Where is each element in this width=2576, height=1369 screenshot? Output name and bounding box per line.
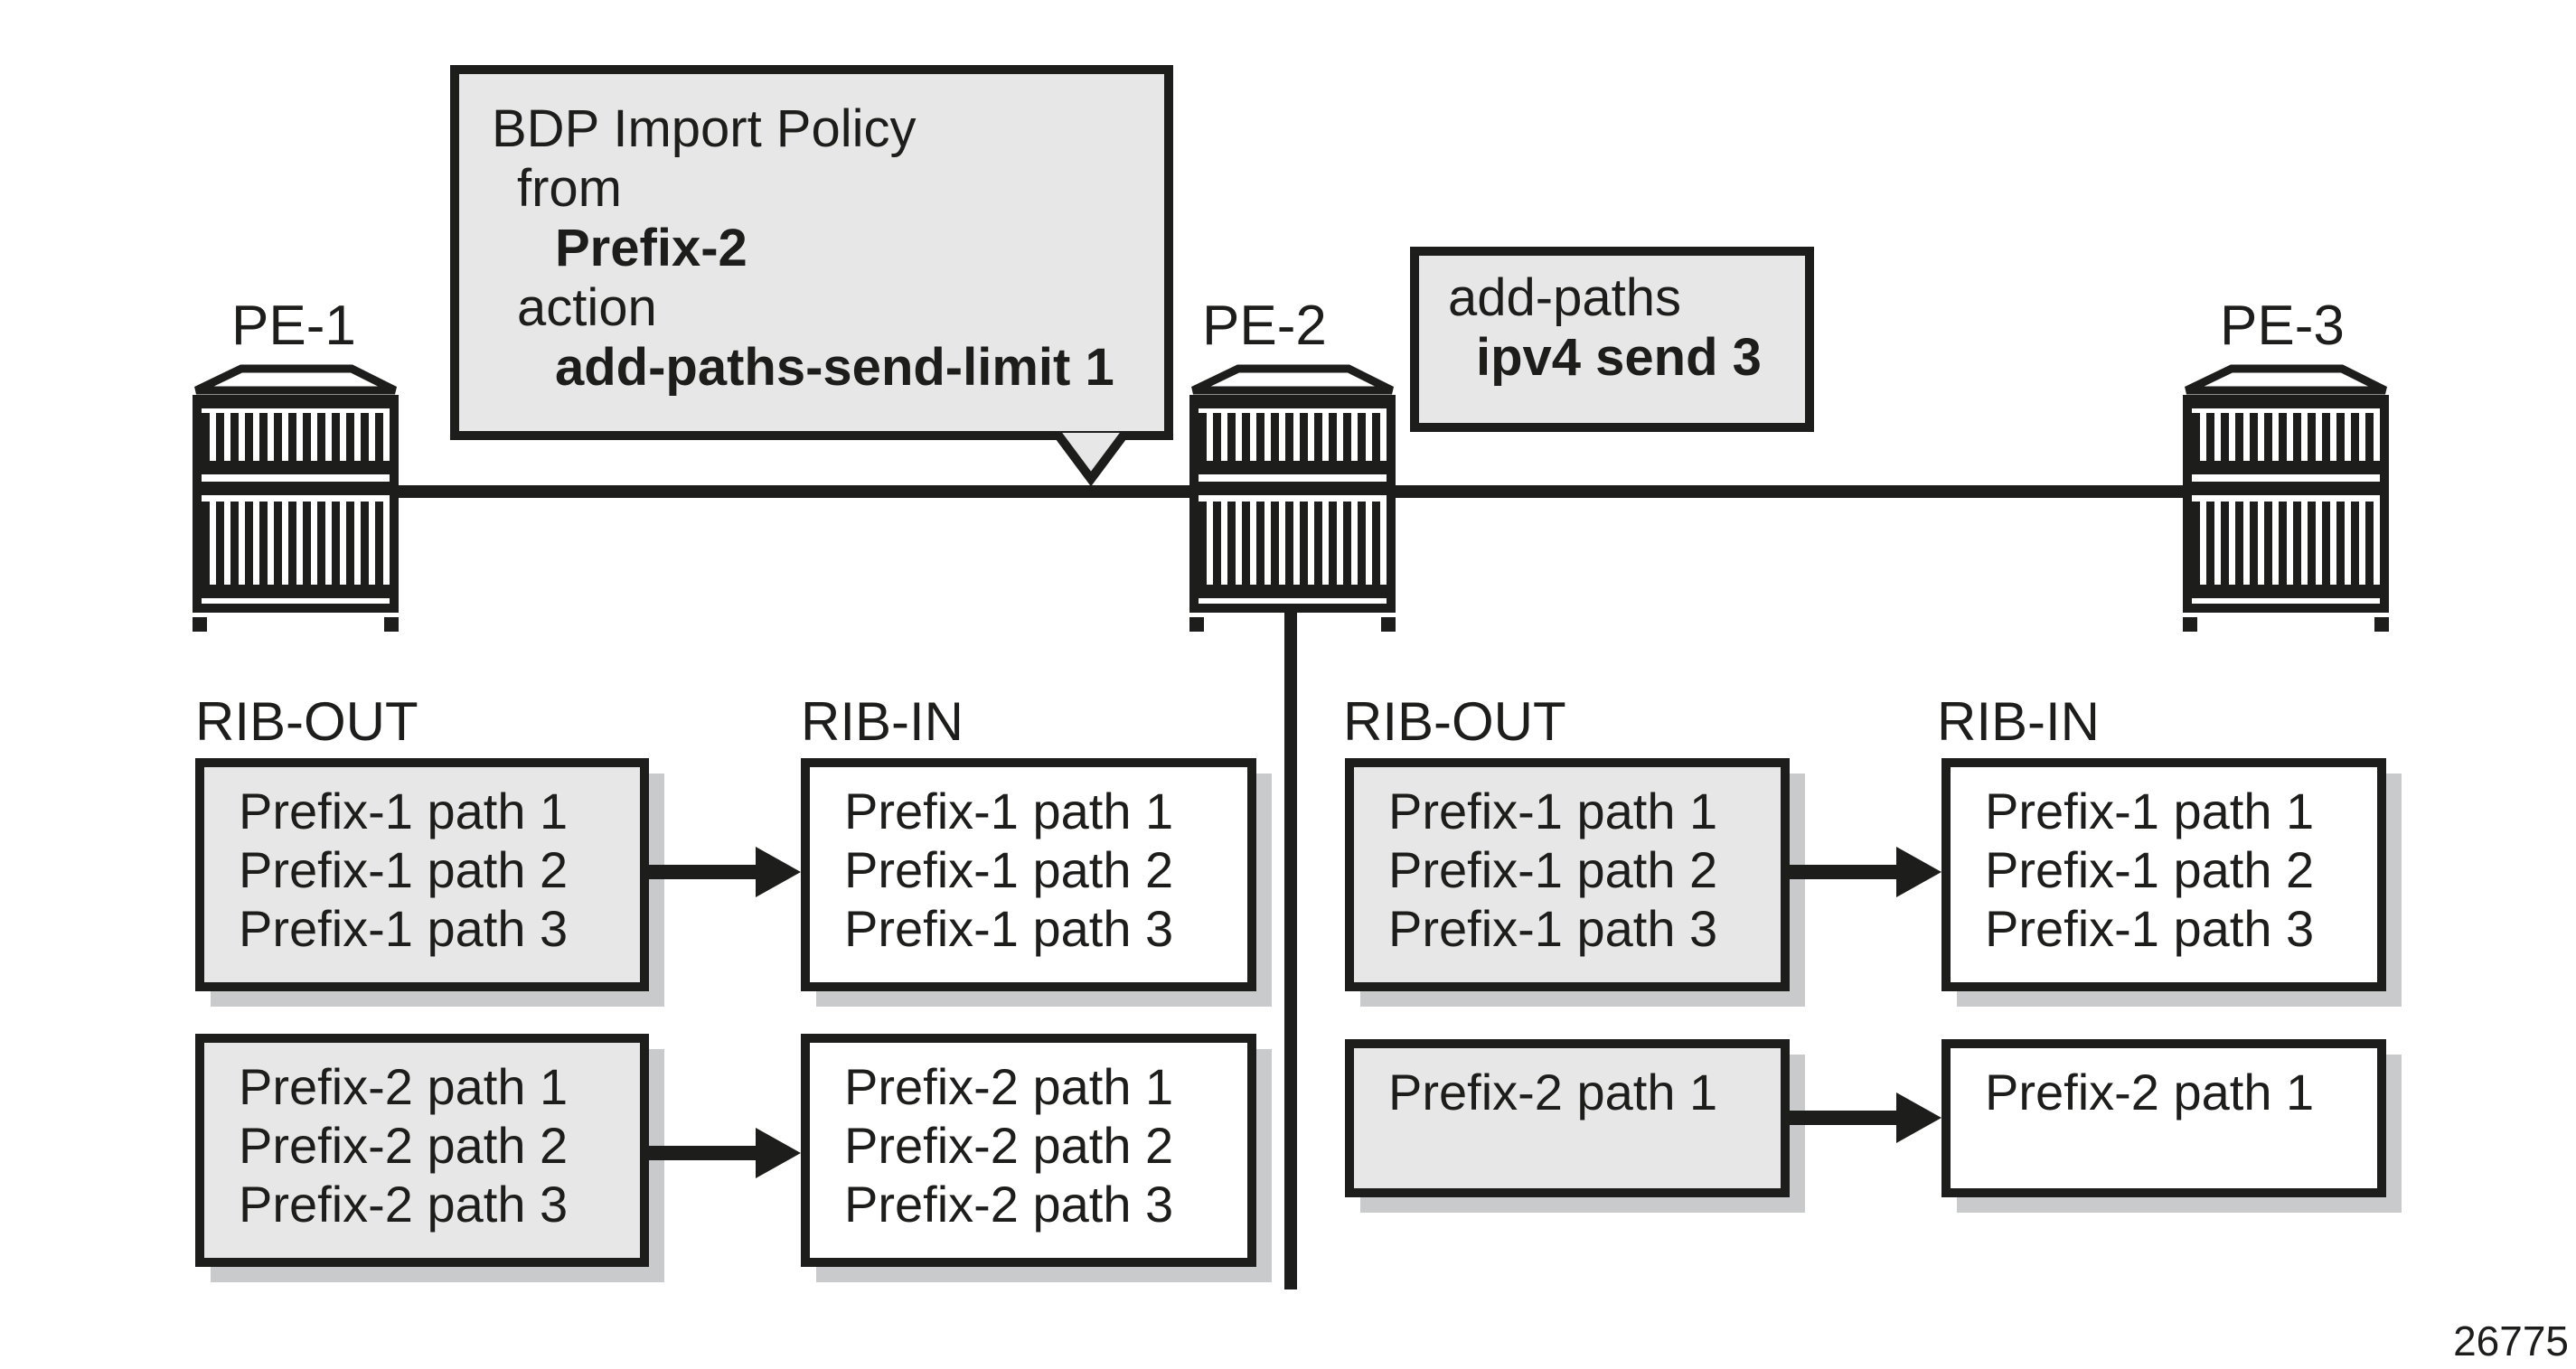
rib-entry: Prefix-2 path 1 (1985, 1064, 2315, 1121)
callout-line-prefix2: Prefix-2 (555, 219, 747, 277)
rib-entry: Prefix-1 path 2 (1985, 841, 2315, 898)
right-rib-in-prefix1-box: Prefix-1 path 1 Prefix-1 path 2 Prefix-1… (1941, 758, 2386, 991)
rib-entry: Prefix-1 path 2 (844, 841, 1174, 898)
rib-entry: Prefix-1 path 1 (1388, 783, 1718, 839)
bgp-import-policy-callout: BDP Import Policy from Prefix-2 action a… (450, 65, 1173, 440)
right-rib-in-prefix2-box: Prefix-2 path 1 (1941, 1039, 2386, 1197)
router-body (1189, 395, 1396, 613)
left-rib-in-prefix1-box: Prefix-1 path 1 Prefix-1 path 2 Prefix-1… (801, 758, 1256, 991)
pe3-label: PE-3 (2220, 295, 2345, 357)
router-leg (2374, 617, 2389, 632)
right-prefix1-arrow (1790, 847, 1941, 897)
figure-number: 26775 (2453, 1317, 2569, 1364)
rib-entry: Prefix-2 path 3 (844, 1176, 1174, 1233)
addpaths-line2: ipv4 send 3 (1476, 328, 1762, 387)
pe2-label: PE-2 (1202, 295, 1327, 357)
rib-entry: Prefix-1 path 3 (1985, 900, 2315, 957)
router-cap-shape (1191, 364, 1395, 395)
left-rib-in-prefix2-box: Prefix-2 path 1 Prefix-2 path 2 Prefix-2… (801, 1034, 1256, 1267)
rib-entry: Prefix-1 path 3 (844, 900, 1174, 957)
left-prefix1-arrow (649, 847, 801, 897)
rib-entry: Prefix-1 path 1 (1985, 783, 2315, 839)
rib-entry: Prefix-2 path 2 (844, 1117, 1174, 1174)
right-rib-out-prefix1-box: Prefix-1 path 1 Prefix-1 path 2 Prefix-1… (1345, 758, 1790, 991)
rib-entry: Prefix-1 path 3 (239, 900, 569, 957)
right-prefix2-arrow (1790, 1092, 1941, 1143)
rib-entry: Prefix-1 path 3 (1388, 900, 1718, 957)
callout-line-from: from (517, 159, 622, 218)
left-rib-out-prefix1-box: Prefix-1 path 1 Prefix-1 path 2 Prefix-1… (195, 758, 649, 991)
router-body (2183, 395, 2389, 613)
pe2-divider-line (1284, 613, 1297, 1289)
router-cap-shape (2185, 364, 2388, 395)
callout-tail-pointer (1053, 433, 1129, 487)
bgp-import-policy-text: BDP Import Policy from Prefix-2 action a… (459, 74, 1164, 398)
right-rib-out-prefix2-box: Prefix-2 path 1 (1345, 1039, 1790, 1197)
router-leg (1381, 617, 1396, 632)
rib-entry: Prefix-2 path 3 (239, 1176, 569, 1233)
left-prefix2-arrow (649, 1128, 801, 1178)
callout-line-policy: BDP Import Policy (492, 99, 917, 158)
rib-entry: Prefix-1 path 1 (239, 783, 569, 839)
right-rib-in-label: RIB-IN (1937, 691, 2100, 752)
pe1-label: PE-1 (231, 295, 356, 357)
rib-entry: Prefix-2 path 1 (239, 1058, 569, 1115)
left-rib-in-label: RIB-IN (801, 691, 964, 752)
pe3-router-icon (2183, 364, 2389, 632)
rib-entry: Prefix-1 path 2 (1388, 841, 1718, 898)
add-paths-config-text: add-paths ipv4 send 3 (1419, 256, 1805, 388)
router-cap-shape (194, 364, 398, 395)
rib-entry: Prefix-2 path 1 (844, 1058, 1174, 1115)
callout-line-action: action (517, 278, 657, 337)
router-leg (2183, 617, 2197, 632)
pe2-router-icon (1189, 364, 1396, 632)
add-paths-config-box: add-paths ipv4 send 3 (1410, 247, 1814, 432)
router-body (193, 395, 399, 613)
rib-entry: Prefix-1 path 2 (239, 841, 569, 898)
router-leg (193, 617, 207, 632)
right-rib-out-label: RIB-OUT (1343, 691, 1566, 752)
router-leg (384, 617, 399, 632)
router-leg (1189, 617, 1204, 632)
left-rib-out-label: RIB-OUT (195, 691, 418, 752)
rib-entry: Prefix-1 path 1 (844, 783, 1174, 839)
callout-line-send-limit: add-paths-send-limit 1 (555, 338, 1114, 397)
rib-entry: Prefix-2 path 1 (1388, 1064, 1718, 1121)
pe1-router-icon (193, 364, 399, 632)
left-rib-out-prefix2-box: Prefix-2 path 1 Prefix-2 path 2 Prefix-2… (195, 1034, 649, 1267)
addpaths-line1: add-paths (1448, 268, 1681, 327)
rib-entry: Prefix-2 path 2 (239, 1117, 569, 1174)
